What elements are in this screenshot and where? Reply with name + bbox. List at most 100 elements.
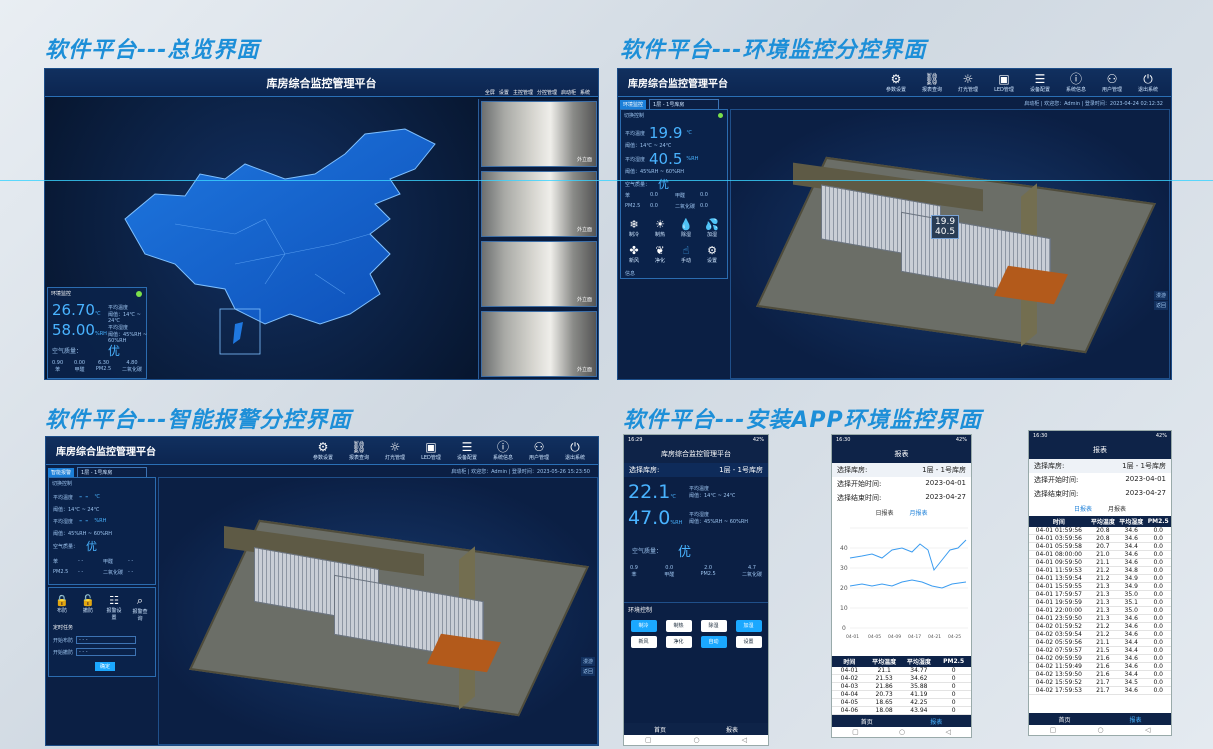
camera-feed[interactable]: 外立面 (481, 311, 597, 377)
ctrl-settings[interactable]: ⚙设置 (703, 244, 721, 264)
toolbar-led[interactable]: ▣LED管理 (991, 72, 1017, 93)
tab-daily[interactable]: 日报表 (875, 510, 894, 517)
roam-button[interactable]: 漫游 (580, 657, 595, 666)
toolbar-user[interactable]: ⚇用户管理 (526, 440, 552, 461)
toolbar-light[interactable]: ☼灯光管理 (955, 72, 981, 93)
nav-cabinet[interactable]: 启动柜 (560, 90, 576, 96)
disarm-button[interactable]: 🔓撤防 (79, 594, 97, 614)
ctrl-heat[interactable]: ☀制热 (651, 218, 669, 238)
cell: 20.73 (866, 690, 902, 699)
triangle-back-icon[interactable]: ◁ (945, 728, 951, 736)
alarm-settings-button[interactable]: ☷报警设置 (105, 594, 123, 621)
app-ctrl-auto[interactable]: 自动 (700, 636, 727, 648)
square-icon[interactable]: ▢ (644, 736, 652, 744)
triangle-back-icon[interactable]: ◁ (741, 736, 747, 744)
room-select-row[interactable]: 选择库房:1层 - 1号库房 (832, 463, 971, 477)
roam-button[interactable]: 漫游 (1153, 291, 1168, 300)
nav-home[interactable]: 首页 (860, 718, 873, 726)
cell: 04-01 19:59:59 (1029, 598, 1089, 607)
tab-monthly[interactable]: 月报表 (909, 510, 928, 517)
app-ctrl-settings[interactable]: 设置 (735, 636, 762, 648)
nav-fullscreen[interactable]: 全屏 (484, 90, 495, 96)
start-date-row[interactable]: 选择开始时间:2023-04-01 (1029, 473, 1171, 487)
toolbar-light[interactable]: ☼灯光管理 (382, 440, 408, 461)
start-time-input[interactable]: - - - (76, 636, 137, 644)
nav-report[interactable]: 报表 (725, 726, 738, 734)
app-ctrl-fresh[interactable]: 新风 (630, 636, 657, 648)
camera-feed[interactable]: 外立面 (481, 171, 597, 237)
back-button[interactable]: 返回 (1153, 301, 1168, 310)
cell: 34.4 (1117, 670, 1146, 679)
camera-label: 外立面 (576, 367, 592, 373)
app-ctrl-purify[interactable]: 净化 (665, 636, 692, 648)
alarm-query-button[interactable]: ⌕报警查询 (131, 594, 149, 622)
tab-monthly[interactable]: 月报表 (1108, 506, 1127, 513)
toolbar-params[interactable]: ⚙参数设置 (310, 440, 336, 461)
nav-home[interactable]: 首页 (1058, 716, 1071, 724)
ctrl-purify[interactable]: ❦净化 (651, 244, 669, 264)
toolbar-params[interactable]: ⚙参数设置 (883, 72, 909, 93)
app-ctrl-humid[interactable]: 加湿 (735, 620, 762, 632)
ctrl-manual[interactable]: ☝手动 (677, 244, 695, 264)
nav-settings[interactable]: 设置 (498, 90, 509, 96)
toolbar-device[interactable]: ☰设备配置 (454, 440, 480, 461)
cell: 04-04 (832, 690, 867, 699)
toolbar-exit[interactable]: ⏻退出系统 (562, 440, 588, 461)
cell: 04-01 23:59:50 (1029, 614, 1089, 623)
app-ctrl-dehumid[interactable]: 除湿 (700, 620, 727, 632)
ctrl-humid[interactable]: 💦加湿 (703, 218, 721, 238)
platform-title: 库房综合监控管理平台 (56, 447, 156, 458)
app-ctrl-heat[interactable]: 制热 (665, 620, 692, 632)
app-bottom-nav: 首页 报表 (624, 723, 768, 735)
ctrl-cool[interactable]: ❄制冷 (625, 218, 643, 238)
circle-icon[interactable]: ○ (1097, 726, 1104, 734)
cell: 21.3 (1088, 606, 1118, 615)
end-label: 选择结束时间: (837, 494, 882, 502)
camera-feed[interactable]: 外立面 (481, 101, 597, 167)
china-map[interactable] (115, 124, 485, 359)
toolbar-report[interactable]: ⛓报表查询 (919, 72, 945, 93)
stop-time-input[interactable]: - - - (76, 648, 137, 656)
ctrl-dehumid[interactable]: 💧除湿 (677, 218, 695, 238)
toolbar-led[interactable]: ▣LED管理 (418, 440, 444, 461)
camera-feed[interactable]: 外立面 (481, 241, 597, 307)
cell: 04-02 07:59:57 (1029, 646, 1089, 655)
nav-report[interactable]: 报表 (930, 718, 943, 726)
circle-icon[interactable]: ○ (899, 728, 906, 736)
nav-system[interactable]: 系统 (579, 90, 590, 96)
app-ctrl-cool[interactable]: 制冷 (630, 620, 657, 632)
back-button[interactable]: 返回 (580, 667, 595, 676)
tab-daily[interactable]: 日报表 (1073, 506, 1092, 513)
toolbar-report[interactable]: ⛓报表查询 (346, 440, 372, 461)
hum-unit: %RH (94, 331, 107, 337)
toolbar-exit[interactable]: ⏻退出系统 (1135, 72, 1161, 93)
toolbar-user[interactable]: ⚇用户管理 (1099, 72, 1125, 93)
alarm-3d-scene[interactable] (158, 477, 598, 745)
nav-report[interactable]: 报表 (1129, 716, 1142, 724)
square-icon[interactable]: ▢ (1049, 726, 1057, 734)
room-select-row[interactable]: 选择库房:1层 - 1号库房 (624, 463, 768, 477)
end-date-row[interactable]: 选择结束时间:2023-04-27 (832, 491, 971, 505)
arm-button[interactable]: 🔒布防 (53, 594, 71, 614)
toolbar-device[interactable]: ☰设备配置 (1027, 72, 1053, 93)
circle-icon[interactable]: ○ (693, 736, 700, 744)
triangle-back-icon[interactable]: ◁ (1144, 726, 1151, 734)
start-date-row[interactable]: 选择开始时间:2023-04-01 (832, 477, 971, 491)
env-status: 启动柜 | 欢迎您：Admin | 登录时间：2023-04-24 02:12:… (1024, 101, 1163, 107)
nav-sub-control[interactable]: 分控管理 (536, 90, 557, 96)
end-date-row[interactable]: 选择结束时间:2023-04-27 (1029, 487, 1171, 501)
battery: 42% (752, 437, 764, 443)
nav-home[interactable]: 首页 (653, 726, 666, 734)
room-select-row[interactable]: 选择库房:1层 - 1号库房 (1029, 459, 1171, 473)
nav-main-control[interactable]: 主控管理 (512, 90, 533, 96)
square-icon[interactable]: ▢ (852, 728, 859, 736)
ctrl-fresh-air[interactable]: ✤新风 (625, 244, 643, 264)
alarm-metrics: 苯- - 甲醛- - PM2.5- - 二氧化碳- - (53, 558, 153, 576)
confirm-button[interactable]: 确定 (95, 662, 116, 671)
